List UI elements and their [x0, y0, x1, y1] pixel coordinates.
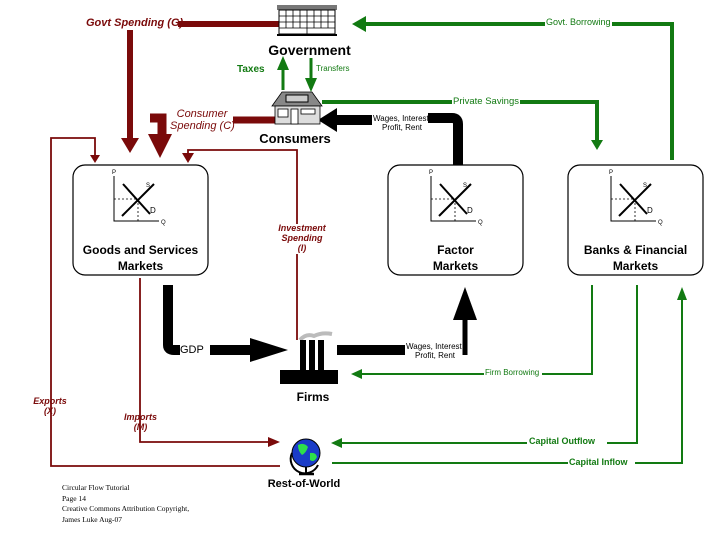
exports-line2: (X): [44, 405, 56, 416]
firm-borrowing-line: [351, 285, 593, 379]
demand-curve: [619, 183, 648, 215]
investment-spending-label: Investment Spending (I): [270, 223, 334, 254]
footer-line4: James Luke Aug-07: [62, 514, 122, 524]
consumers-label: Consumers: [259, 131, 331, 146]
graph-x-axis-label: Q: [658, 220, 663, 226]
capital-outflow-label: Capital Outflow: [529, 436, 595, 446]
goods-services-market-label: Goods and Services Markets: [73, 242, 208, 274]
graph-demand-label: D: [647, 206, 653, 215]
capital-outflow-line: [331, 285, 638, 448]
market-label-line2: Markets: [432, 259, 479, 274]
footer-credits: Circular Flow Tutorial Page 14 Creative …: [62, 483, 189, 525]
wages-bottom-line2: Profit, Rent: [414, 350, 455, 360]
footer-line1: Circular Flow Tutorial: [62, 483, 130, 492]
consumer-spending-line1: Consumer: [176, 108, 228, 120]
investment-line2: Spending: [281, 232, 323, 243]
investment-line1: Investment: [278, 223, 326, 233]
imports-line1: Imports: [123, 412, 157, 422]
factory-icon: [280, 331, 338, 384]
consumer-spending-label: Consumer Spending (C): [170, 108, 235, 133]
graph-x-axis-label: Q: [478, 220, 483, 226]
graph-y-axis-label: P: [112, 170, 117, 176]
graph-y-axis-label: P: [429, 170, 434, 176]
market-label-line2: Markets: [612, 259, 659, 274]
rest-of-world-label: Rest-of-World: [267, 478, 341, 490]
footer-line2: Page 14: [62, 493, 86, 503]
transfers-arrow: [305, 58, 317, 92]
footer-line3: Creative Commons Attribution Copyright,: [62, 504, 190, 513]
graph-y-axis-label: P: [609, 170, 614, 176]
goods-services-market-box: [72, 164, 209, 276]
graph-demand-label: D: [467, 206, 473, 215]
supply-demand-graph-banks: [610, 176, 656, 222]
transfers-label: Transfers: [316, 64, 350, 73]
banks-financial-market-label: Banks & Financial Markets: [568, 242, 703, 274]
govt-borrowing-arrow: [352, 16, 674, 160]
wages-top-line2: Profit, Rent: [381, 122, 422, 132]
supply-demand-graph-goods: [113, 176, 159, 222]
wages-to-consumers-arrow: [318, 108, 463, 165]
government-label: Government: [268, 42, 351, 58]
imports-line: [139, 278, 280, 447]
house-icon: [271, 91, 323, 125]
private-savings-label: Private Savings: [453, 96, 520, 107]
demand-curve: [122, 183, 151, 215]
banks-financial-market-box: [567, 164, 704, 276]
imports-line2: (M): [133, 421, 148, 432]
capital-inflow-line: [332, 287, 687, 464]
wages-top-label: Wages, Interest, Profit, Rent: [372, 114, 432, 133]
graph-demand-label: D: [150, 206, 156, 215]
government-building-icon: [277, 5, 337, 36]
govt-spending-arrow: [121, 21, 282, 153]
factor-market-label: Factor Markets: [388, 242, 523, 274]
taxes-arrow: [277, 56, 289, 90]
private-savings-arrow: [322, 100, 603, 150]
firms-label: Firms: [296, 390, 330, 404]
market-label-line2: Markets: [117, 259, 164, 274]
exports-label: Exports (X): [30, 396, 70, 417]
exports-loop: [50, 137, 280, 467]
consumer-spending-arrow: [148, 113, 280, 158]
graph-supply-label: S: [146, 183, 151, 189]
demand-curve: [439, 183, 468, 215]
exports-line1: Exports: [33, 396, 67, 406]
graph-supply-label: S: [463, 183, 468, 189]
supply-demand-graph-factor: [430, 176, 476, 222]
firm-borrowing-label: Firm Borrowing: [485, 368, 540, 377]
gdp-label: GDP: [180, 344, 204, 356]
wages-bottom-line1: Wages, Interest,: [406, 342, 464, 351]
market-label-line1: Banks & Financial: [583, 243, 688, 257]
graph-x-axis-label: Q: [161, 220, 166, 226]
imports-label: Imports (M): [118, 412, 163, 433]
govt-spending-label: Govt Spending (G): [86, 17, 184, 29]
taxes-label: Taxes: [237, 64, 265, 75]
wages-top-line1: Wages, Interest,: [373, 114, 431, 123]
consumer-spending-line2: Spending (C): [170, 120, 235, 133]
graph-supply-label: S: [643, 183, 648, 189]
wages-bottom-label: Wages, Interest, Profit, Rent: [405, 342, 465, 361]
market-label-line1: Factor: [437, 243, 474, 257]
gdp-arrow: [163, 285, 288, 362]
market-label-line1: Goods and Services: [82, 243, 199, 257]
globe-icon: [289, 438, 321, 476]
investment-line3: (I): [297, 242, 307, 253]
govt-borrowing-label: Govt. Borrowing: [546, 17, 611, 27]
capital-inflow-label: Capital Inflow: [569, 457, 628, 467]
wages-to-factor-arrow: [337, 287, 477, 355]
